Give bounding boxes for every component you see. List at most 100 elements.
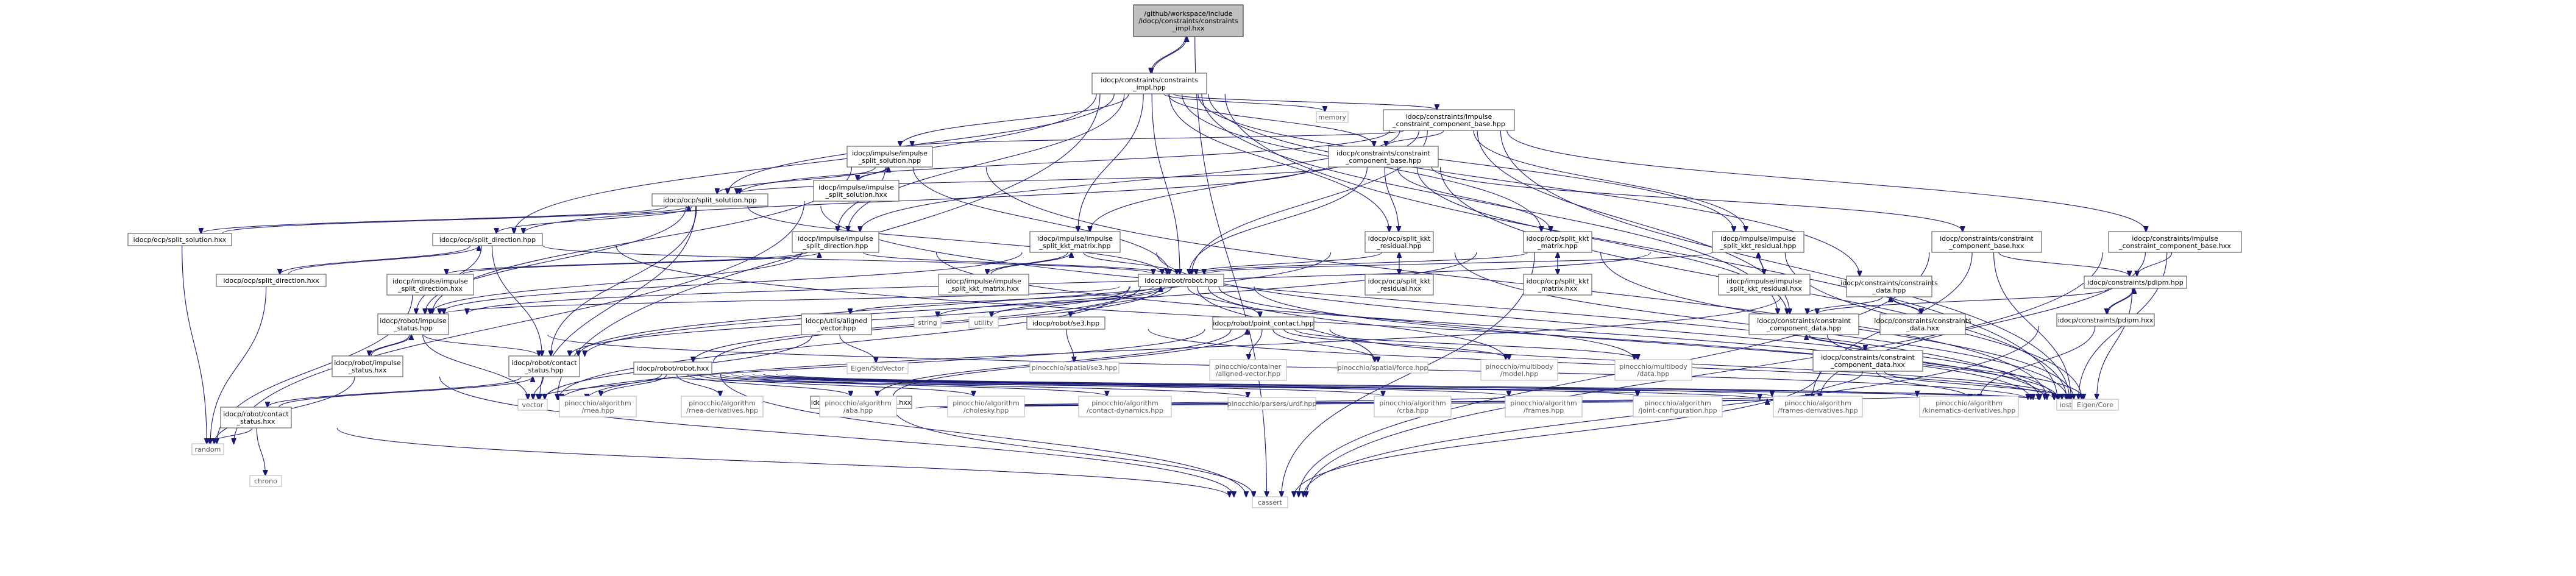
node-box — [1133, 4, 1244, 37]
node-split-dir[interactable]: idocp/ocp/split_direction.hpp — [432, 233, 543, 246]
node-pin-frames-d[interactable]: pinocchio/algorithm/frames-derivatives.h… — [1773, 396, 1863, 418]
node-isplit-sol[interactable]: idocp/impulse/impulse_split_solution.hpp — [846, 146, 933, 168]
node-isplit-dir-hxx[interactable]: idocp/impulse/impulse_split_direction.hx… — [386, 274, 474, 296]
node-label: pinocchio/multibody — [1619, 363, 1687, 371]
node-isplit-kkt-mat[interactable]: idocp/impulse/impulse_split_kkt_matrix.h… — [1029, 231, 1121, 253]
edge-impl-to-isplit_sol — [900, 93, 1129, 146]
node-box — [1227, 397, 1316, 410]
node-box — [2056, 313, 2155, 327]
edge-cc_base-to-robot — [1189, 166, 1368, 274]
node-cc-base[interactable]: idocp/constraints/constraint_component_b… — [1328, 146, 1439, 168]
node-icc-base-hxx[interactable]: idocp/constraints/impulse_constraint_com… — [2108, 231, 2242, 253]
node-eigen-core[interactable]: Eigen/Core — [2071, 399, 2119, 411]
edge-contact_status-to-vector — [533, 376, 544, 399]
edge-robot_hxx-to-pin_chol — [697, 374, 973, 396]
node-box — [1383, 109, 1515, 131]
node-eigen-stdvector[interactable]: Eigen/StdVector — [846, 362, 909, 374]
node-label: idocp/constraints/constraints — [1840, 279, 1938, 287]
edge-icc_base-to-icc_base_hxx — [1506, 130, 2146, 232]
node-impl[interactable]: idocp/constraints/constraints_impl.hpp — [1091, 73, 1207, 94]
edge-robot_hxx-to-pin_rnea_d — [676, 374, 720, 396]
node-label: _status.hpp — [393, 324, 433, 332]
node-impulse-status[interactable]: idocp/robot/impulse_status.hpp — [377, 313, 449, 335]
node-isplit-kkt-res[interactable]: idocp/impulse/impulse_split_kkt_residual… — [1712, 231, 1804, 253]
node-label: pinocchio/algorithm — [1784, 399, 1851, 407]
node-se3[interactable]: idocp/robot/se3.hpp — [1026, 316, 1105, 330]
node-point-contact[interactable]: idocp/robot/point_contact.hpp — [1212, 316, 1315, 330]
node-split-kkt-mat[interactable]: idocp/ocp/split_kkt_matrix.hpp — [1523, 231, 1592, 253]
node-aligned-vec[interactable]: idocp/utils/aligned_vector.hpp — [801, 313, 872, 335]
node-root[interactable]: /github/workspace/include/idocp/constrai… — [1133, 4, 1244, 37]
node-label: chrono — [254, 477, 277, 485]
node-string[interactable]: string — [914, 316, 942, 329]
node-isplit-kkt-res-hxx[interactable]: idocp/impulse/impulse_split_kkt_residual… — [1718, 274, 1811, 296]
node-box — [1931, 231, 2042, 253]
node-ccdata-hxx[interactable]: idocp/constraints/constraint_component_d… — [1812, 350, 1923, 372]
node-chrono[interactable]: chrono — [249, 475, 282, 487]
node-cons-data-hxx[interactable]: idocp/constraints/constraints_data.hxx — [1874, 313, 1971, 335]
node-split-kkt-mat-hxx[interactable]: idocp/ocp/split_kkt_matrix.hxx — [1523, 274, 1592, 296]
node-pin-rnea-d[interactable]: pinocchio/algorithm/rnea-derivatives.hpp — [681, 396, 764, 418]
node-vector[interactable]: vector — [517, 399, 548, 411]
node-contact-status[interactable]: idocp/robot/contact_status.hpp — [508, 355, 580, 377]
node-robot[interactable]: idocp/robot/robot.hpp — [1138, 274, 1224, 287]
node-split-kkt-res-hxx[interactable]: idocp/ocp/split_kkt_residual.hxx — [1364, 274, 1434, 296]
edge-contact_status_hxx-to-contact_status — [279, 377, 533, 408]
node-pin-aligned[interactable]: pinocchio/container/aligned-vector.hpp — [1209, 359, 1287, 381]
node-pin-kin-d[interactable]: pinocchio/algorithm/kinematics-derivativ… — [1919, 396, 2019, 418]
node-box — [1523, 274, 1592, 296]
edge-icc_base-to-split_sol — [740, 130, 1391, 194]
edge-robot_hxx-to-cassert — [720, 374, 1246, 497]
node-contact-status-hxx[interactable]: idocp/robot/contact_status.hxx — [220, 407, 292, 428]
node-cassert[interactable]: cassert — [1252, 496, 1288, 508]
node-label: idocp/robot/contact — [223, 410, 289, 418]
edge-robot-to-impulse_status — [444, 286, 1120, 314]
node-cc-base-hxx[interactable]: idocp/constraints/constraint_component_b… — [1931, 231, 2042, 253]
node-pin-chol[interactable]: pinocchio/algorithm/cholesky.hpp — [947, 396, 1025, 418]
node-box — [633, 361, 712, 375]
node-pin-aba[interactable]: pinocchio/algorithm/aba.hpp — [819, 396, 897, 418]
node-robot-hxx[interactable]: idocp/robot/robot.hxx — [633, 361, 712, 375]
node-isplit-dir[interactable]: idocp/impulse/impulse_split_direction.hp… — [792, 231, 879, 253]
node-box — [1364, 274, 1434, 296]
node-pin-data[interactable]: pinocchio/multibody/data.hpp — [1614, 359, 1692, 381]
node-label: pinocchio/algorithm — [825, 399, 891, 407]
edge-robot_hxx-to-pin_rnea — [601, 374, 667, 396]
node-pin-jointcfg[interactable]: pinocchio/algorithm/joint-configuration.… — [1633, 396, 1723, 418]
edge-isplit_kkt_res-to-robot — [1204, 252, 1712, 274]
node-pin-crba[interactable]: pinocchio/algorithm/crba.hpp — [1374, 396, 1452, 418]
node-box — [846, 362, 909, 374]
node-pin-rnea[interactable]: pinocchio/algorithm/rnea.hpp — [559, 396, 637, 418]
node-pin-force[interactable]: pinocchio/spatial/force.hpp — [1337, 361, 1428, 374]
node-icc-base[interactable]: idocp/constraints/impulse_constraint_com… — [1383, 109, 1515, 131]
node-label: _split_direction.hxx — [397, 285, 463, 293]
node-split-kkt-res[interactable]: idocp/ocp/split_kkt_residual.hpp — [1364, 231, 1434, 253]
node-isplit-sol-hxx[interactable]: idocp/impulse/impulse_split_solution.hxx — [813, 180, 899, 202]
node-split-sol-hxx[interactable]: idocp/ocp/split_solution.hxx — [127, 233, 232, 246]
node-isplit-kkt-mat-hxx[interactable]: idocp/impulse/impulse_split_kkt_matrix.h… — [938, 274, 1029, 296]
node-impulse-status-hxx[interactable]: idocp/robot/impulse_status.hxx — [332, 355, 403, 377]
node-pin-cdyn[interactable]: pinocchio/algorithm/contact-dynamics.hpp — [1078, 396, 1172, 418]
node-utility[interactable]: utility — [968, 316, 999, 329]
node-memory[interactable]: memory — [1316, 111, 1349, 123]
node-pdipm-hxx[interactable]: idocp/constraints/pdipm.hxx — [2056, 313, 2155, 327]
edge-split_dir-to-eigen_core — [616, 245, 2031, 399]
node-pin-frames[interactable]: pinocchio/algorithm/frames.hpp — [1505, 396, 1583, 418]
node-pdipm[interactable]: idocp/constraints/pdipm.hpp — [2084, 276, 2187, 289]
node-cons-data[interactable]: idocp/constraints/constraints_data.hpp — [1840, 276, 1938, 297]
node-pin-model[interactable]: pinocchio/multibody/model.hpp — [1480, 359, 1558, 381]
node-split-sol[interactable]: idocp/ocp/split_solution.hpp — [651, 193, 768, 207]
node-box — [2071, 399, 2119, 411]
edge-point_contact-to-pin_model — [1283, 329, 1510, 360]
edge-isplit_kkt_mat-to-impulse_status — [439, 252, 1023, 314]
node-pin-urdf[interactable]: pinocchio/parsers/urdf.hpp — [1227, 397, 1317, 410]
node-box — [1209, 359, 1287, 381]
edge-cc_base-to-split_kkt_mat — [1397, 166, 1551, 232]
edge-point_contact-to-pin_data — [1294, 329, 1637, 360]
node-ccdata[interactable]: idocp/constraints/constraint_component_d… — [1748, 313, 1859, 335]
edge-split_sol_hxx-to-split_sol — [222, 206, 689, 234]
node-random[interactable]: random — [191, 443, 224, 455]
node-label: idocp/ocp/split_kkt — [1527, 277, 1589, 285]
node-pin-se3[interactable]: pinocchio/spatial/se3.hpp — [1029, 361, 1119, 374]
node-split-dir-hxx[interactable]: idocp/ocp/split_direction.hxx — [216, 274, 327, 287]
